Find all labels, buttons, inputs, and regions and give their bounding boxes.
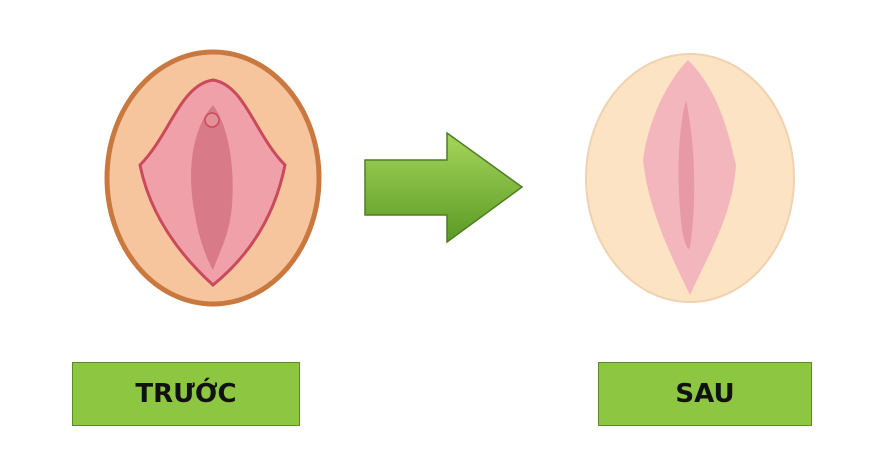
before-label: TRƯỚC [135,379,237,409]
before-illustration [104,49,322,307]
after-illustration [585,53,795,303]
arrow-icon [364,131,524,244]
before-label-box: TRƯỚC [72,362,300,426]
after-label-box: SAU [598,362,812,426]
after-label: SAU [675,379,735,409]
